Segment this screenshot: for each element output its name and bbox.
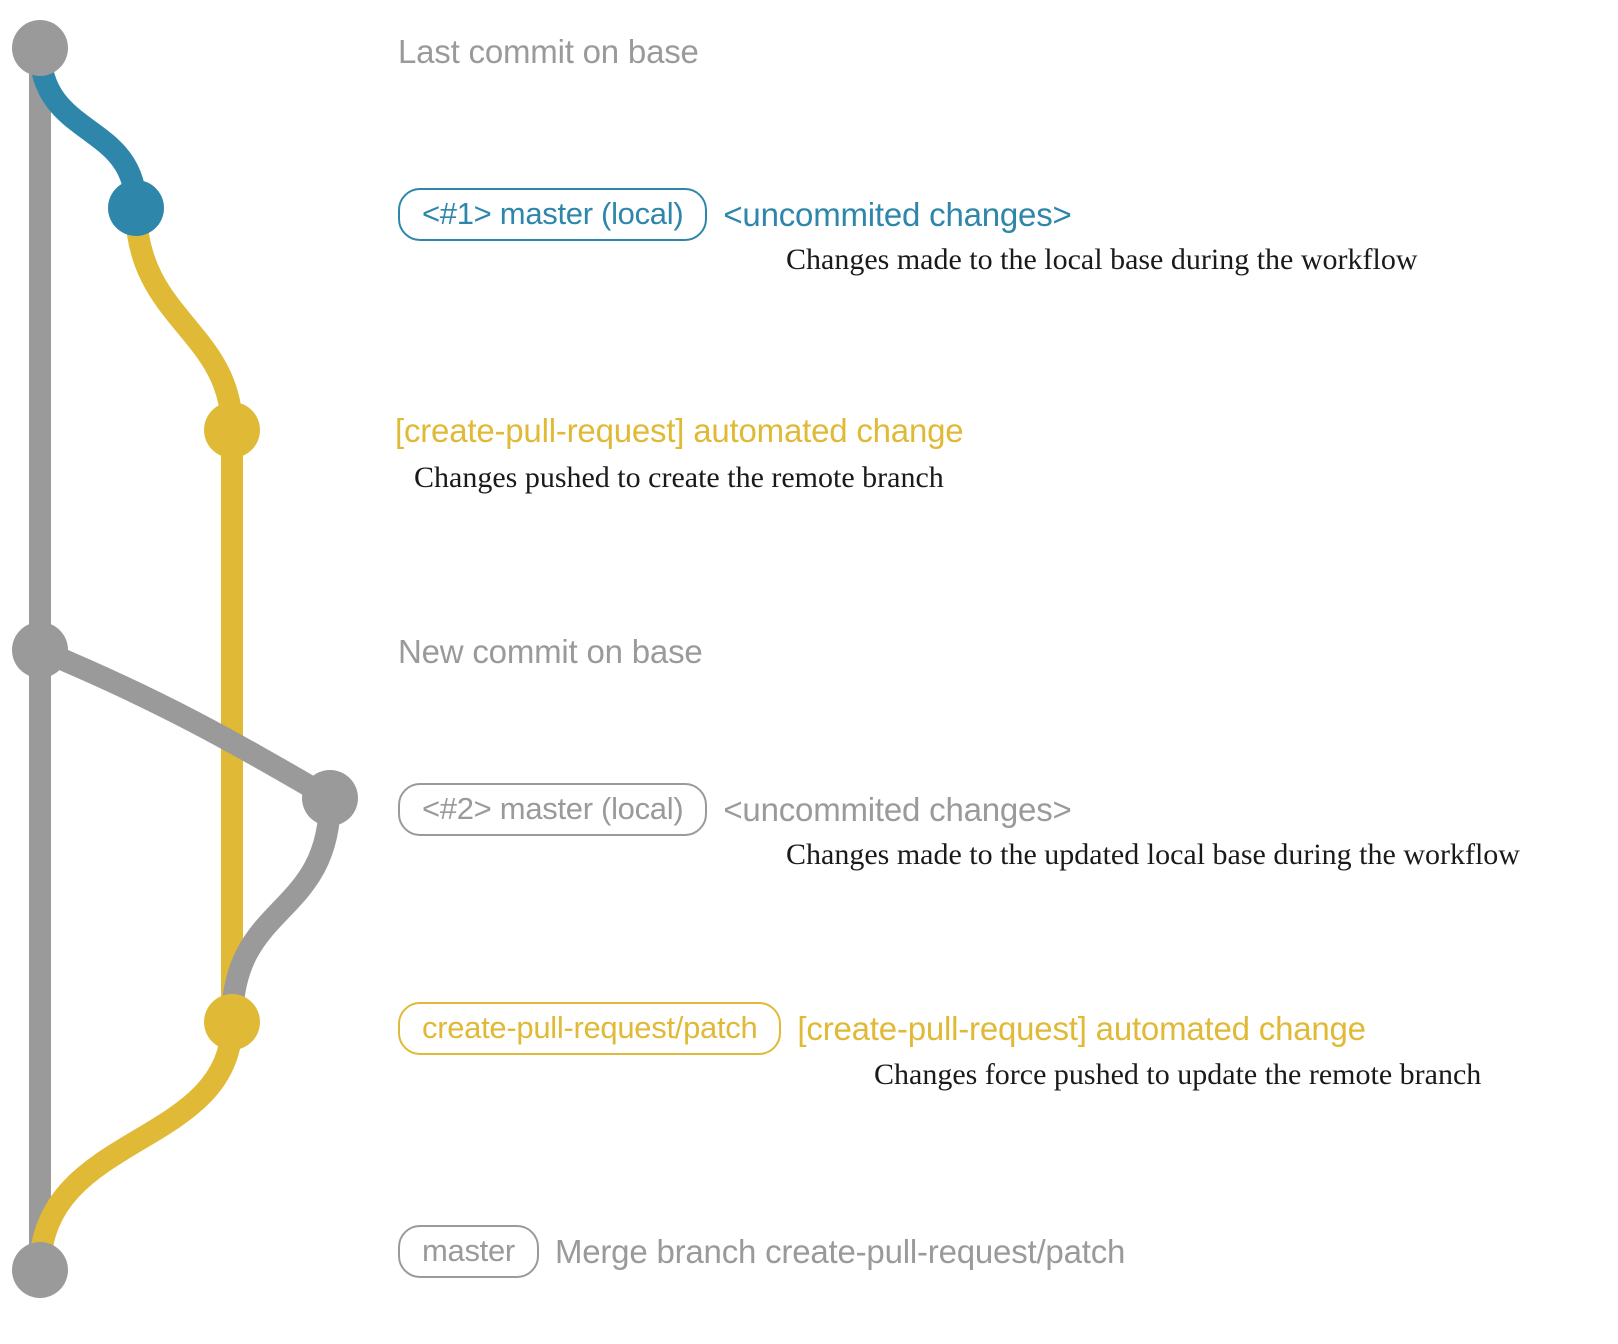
commit-message: <uncommited changes> [723,791,1072,828]
commit-message: [create-pull-request] automated change [797,1010,1366,1047]
ref-badge-create-pull-request-patch[interactable]: create-pull-request/patch [398,1002,782,1055]
graph-row-merge-master: master Merge branch create-pull-request/… [398,1225,1125,1278]
commit-node-master-local-2[interactable] [302,770,358,826]
git-graph [12,20,358,1298]
graph-row-master-local-2: <#2> master (local) <uncommited changes> [398,783,1072,836]
commit-message: Last commit on base [398,33,699,70]
commit-message: Merge branch create-pull-request/patch [554,1233,1126,1270]
row-description: Changes made to the local base during th… [786,243,1418,276]
commit-message: <uncommited changes> [723,196,1072,233]
edge-base2-to-local2 [35,639,336,808]
commit-node-patch-head[interactable] [204,994,260,1050]
row-description: Changes pushed to create the remote bran… [414,461,944,494]
commit-node-last-commit-on-base[interactable] [12,20,68,76]
edge-local2-to-patchhead [221,797,341,1023]
commit-node-master-local-1[interactable] [108,180,164,236]
graph-row-automated-change-1: [create-pull-request] automated change [395,412,964,449]
commit-node-new-commit-on-base[interactable] [12,622,68,678]
ref-badge-master[interactable]: master [398,1225,539,1278]
commit-message: [create-pull-request] automated change [395,412,964,449]
commit-node-merge-master[interactable] [12,1242,68,1298]
row-description: Changes force pushed to update the remot… [874,1058,1482,1091]
ref-badge-master-local-1[interactable]: <#1> master (local) [398,188,708,241]
commit-message: New commit on base [398,633,703,670]
graph-row-last-commit-on-base: Last commit on base [398,33,699,71]
graph-row-master-local-1: <#1> master (local) <uncommited changes> [398,188,1072,241]
graph-row-patch-head: create-pull-request/patch [create-pull-r… [398,1002,1366,1055]
commit-node-automated-change-1[interactable] [204,402,260,458]
edge-base-to-local1 [29,47,147,209]
edge-patchhead-to-merge [29,1021,243,1271]
edge-local1-to-patch [125,207,243,431]
graph-row-new-commit-on-base: New commit on base [398,633,703,671]
row-description: Changes made to the updated local base d… [786,838,1520,871]
ref-badge-master-local-2[interactable]: <#2> master (local) [398,783,708,836]
